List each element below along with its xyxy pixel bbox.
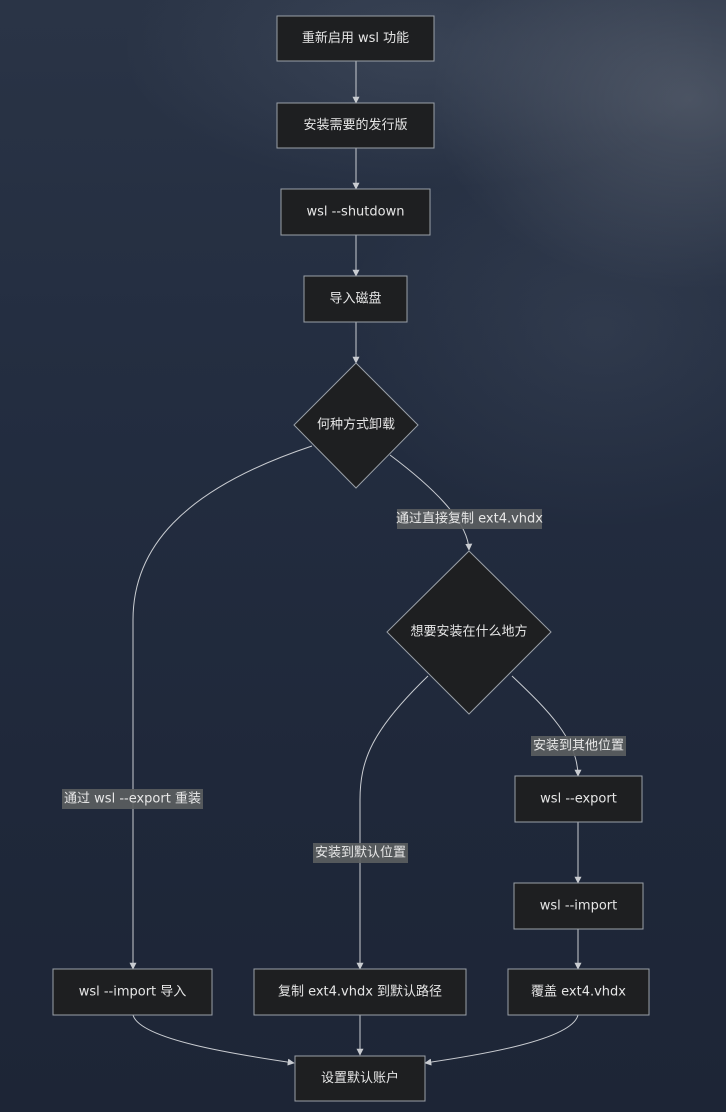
node-wsl-shutdown: wsl --shutdown (280, 188, 431, 236)
node-install-location: 想要安装在什么地方 (386, 550, 552, 715)
node-enable-wsl-label: 重新启用 wsl 功能 (302, 30, 409, 46)
edge-label-via-export-text: 通过 wsl --export 重装 (64, 791, 201, 807)
edge-import-in-to-set-user (132, 1014, 295, 1066)
node-enable-wsl: 重新启用 wsl 功能 (276, 15, 435, 62)
node-wsl-export: wsl --export (514, 775, 643, 823)
edge-decision-to-location (389, 454, 473, 551)
node-wsl-export-label: wsl --export (540, 792, 617, 807)
edges (129, 61, 582, 1066)
edge-label-install-default: 安装到默认位置 (313, 843, 408, 863)
edge-overwrite-to-set-user (424, 1014, 579, 1066)
node-copy-default: 复制 ext4.vhdx 到默认路径 (253, 968, 467, 1016)
edge-label-install-other: 安装到其他位置 (531, 736, 626, 756)
edge-labels: 通过直接复制 ext4.vhdx 安装到其他位置 通过 wsl --export… (62, 509, 626, 863)
node-wsl-import-in: wsl --import 导入 (52, 968, 213, 1016)
node-set-default-user-label: 设置默认账户 (321, 1070, 399, 1086)
edge-location-to-export (511, 675, 582, 777)
node-set-default-user: 设置默认账户 (294, 1055, 426, 1102)
node-import-disk: 导入磁盘 (303, 275, 408, 323)
node-wsl-import-label: wsl --import (540, 899, 617, 914)
edge-label-via-copy: 通过直接复制 ext4.vhdx (396, 509, 543, 529)
edge-label-install-other-text: 安装到其他位置 (533, 739, 624, 754)
node-wsl-import: wsl --import (513, 882, 644, 930)
node-import-disk-label: 导入磁盘 (329, 291, 381, 307)
edge-label-install-default-text: 安装到默认位置 (315, 845, 406, 861)
node-copy-default-label: 复制 ext4.vhdx 到默认路径 (278, 984, 442, 1000)
node-install-location-label: 想要安装在什么地方 (410, 624, 527, 640)
node-overwrite-label: 覆盖 ext4.vhdx (531, 985, 626, 1000)
edge-label-via-copy-text: 通过直接复制 ext4.vhdx (396, 511, 543, 527)
node-wsl-import-in-label: wsl --import 导入 (79, 985, 187, 1000)
node-install-distro: 安装需要的发行版 (276, 102, 435, 149)
edge-location-to-default (356, 675, 429, 970)
node-uninstall-method: 何种方式卸载 (293, 362, 419, 489)
edge-decision-to-import-in (129, 445, 313, 970)
node-uninstall-method-label: 何种方式卸载 (317, 417, 395, 433)
node-overwrite: 覆盖 ext4.vhdx (507, 968, 650, 1016)
node-install-distro-label: 安装需要的发行版 (303, 117, 407, 133)
node-wsl-shutdown-label: wsl --shutdown (307, 205, 405, 220)
edge-label-via-export: 通过 wsl --export 重装 (62, 789, 203, 809)
nodes: 重新启用 wsl 功能 安装需要的发行版 wsl --shutdown 导入磁盘… (52, 15, 650, 1102)
